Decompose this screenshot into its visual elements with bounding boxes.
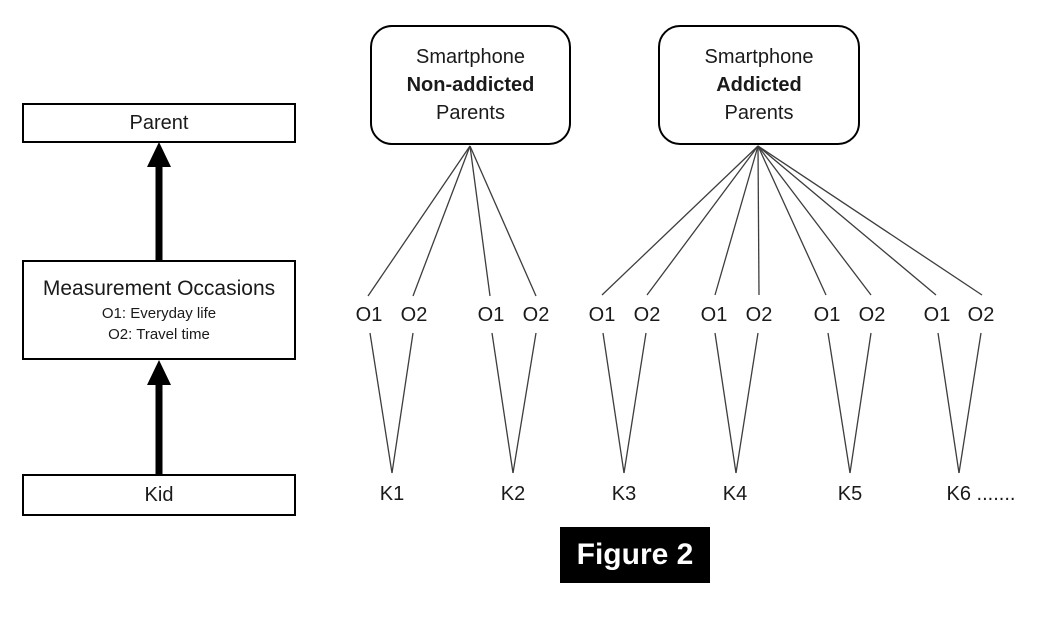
- group-box-addicted-parents: Smartphone Addicted Parents: [658, 25, 860, 145]
- kid-label-k2: K2: [500, 483, 526, 505]
- parent-box: Parent: [22, 103, 296, 143]
- parent-box-label: Parent: [129, 111, 189, 134]
- occasion-label-k4-o2: O2: [745, 304, 773, 326]
- group-nonaddicted-line3: Parents: [436, 102, 505, 124]
- kid-box: Kid: [22, 474, 296, 516]
- arrow-kid-to-measurement: [147, 360, 171, 474]
- occasion-label-k6-o1: O1: [923, 304, 951, 326]
- occasion-label-k1-o2: O2: [400, 304, 428, 326]
- occasion-label-k5-o1: O1: [813, 304, 841, 326]
- occasion-label-k5-o2: O2: [858, 304, 886, 326]
- occasion-label-k6-o2: O2: [967, 304, 995, 326]
- group-addicted-line3: Parents: [724, 102, 794, 124]
- kid-label-k5: K5: [837, 483, 863, 505]
- group-nonaddicted-line1: Smartphone: [416, 46, 525, 68]
- occasion-definition-o1: O1: Everyday life: [101, 305, 217, 322]
- occasion-label-k2-o1: O1: [477, 304, 505, 326]
- occasion-label-k1-o1: O1: [355, 304, 383, 326]
- arrow-measurement-to-parent: [147, 142, 171, 260]
- fan-nonaddicted: [367, 145, 537, 297]
- kid-label-k1: K1: [379, 483, 405, 505]
- group-nonaddicted-line2: Non-addicted: [406, 74, 535, 96]
- group-addicted-line1: Smartphone: [704, 46, 814, 68]
- measurement-occasions-title: Measurement Occasions: [42, 277, 276, 300]
- occasion-label-k2-o2: O2: [522, 304, 550, 326]
- figure-caption: Figure 2: [560, 527, 710, 583]
- occasion-label-k3-o1: O1: [588, 304, 616, 326]
- occasion-label-k4-o1: O1: [700, 304, 728, 326]
- group-addicted-line2: Addicted: [716, 74, 802, 96]
- fan-addicted: [601, 145, 983, 296]
- kid-label-k4: K4: [722, 483, 748, 505]
- kid-label-k3: K3: [611, 483, 637, 505]
- v-connectors: [369, 332, 982, 474]
- figure-caption-text: Figure 2: [576, 538, 694, 571]
- kid-label-k6: K6 .......: [946, 483, 1016, 505]
- occasion-definition-o2: O2: Travel time: [108, 326, 210, 343]
- kid-box-label: Kid: [144, 483, 174, 506]
- measurement-occasions-box: Measurement Occasions O1: Everyday life …: [22, 260, 296, 360]
- occasion-label-k3-o2: O2: [633, 304, 661, 326]
- group-box-nonaddicted-parents: Smartphone Non-addicted Parents: [370, 25, 571, 145]
